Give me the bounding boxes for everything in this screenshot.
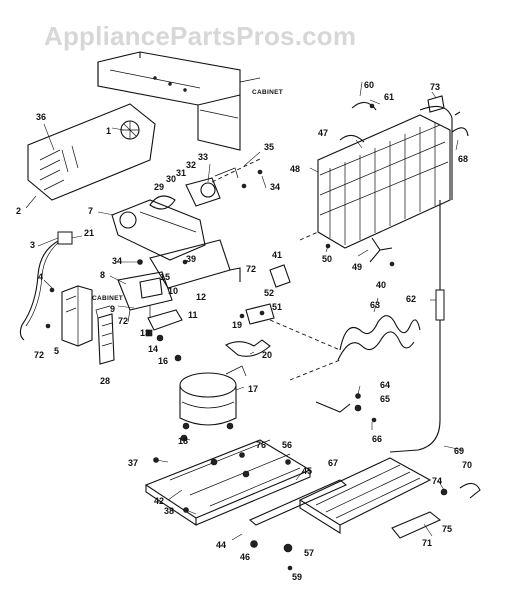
cabinet-label-left: CABINET: [92, 295, 123, 302]
small-parts: [45, 95, 481, 571]
heater-coil: [337, 315, 421, 361]
part-label: 36: [36, 112, 46, 122]
part-label: 76: [256, 440, 266, 450]
part-label: 7: [88, 206, 93, 216]
part-label: 17: [248, 384, 258, 394]
part-label: 50: [322, 254, 332, 264]
part-label: 46: [240, 552, 250, 562]
fan-blade-1: [120, 120, 140, 140]
part-label: 61: [384, 92, 394, 102]
base-frame: [144, 439, 312, 527]
part-label: 60: [364, 80, 374, 90]
part-label: 30: [166, 174, 176, 184]
part-label: 18: [178, 436, 188, 446]
control-bracket: [117, 271, 183, 342]
part-label: 64: [380, 380, 390, 390]
part-label: 33: [198, 152, 208, 162]
part-label: 13: [140, 328, 150, 338]
condenser-coil: [317, 105, 453, 249]
part-label: 49: [352, 262, 362, 272]
part-label: 32: [186, 160, 196, 170]
part-label: 73: [430, 82, 440, 92]
part-label: 20: [262, 350, 272, 360]
part-label: 70: [462, 460, 472, 470]
part-label: 1: [106, 126, 111, 136]
part-label: 56: [282, 440, 292, 450]
leader-lines: [25, 81, 463, 546]
part-label: 62: [406, 294, 416, 304]
part-label: 40: [376, 280, 386, 290]
part-label: 38: [164, 506, 174, 516]
part-label: 37: [128, 458, 138, 468]
cabinet-housing: [97, 51, 261, 151]
part-label: 34: [112, 256, 122, 266]
clamp-bracket: [225, 264, 291, 357]
part-label: 35: [264, 142, 274, 152]
fan-motor-assembly: [111, 157, 263, 261]
part-label: 45: [302, 466, 312, 476]
part-label: 66: [372, 434, 382, 444]
compressor: [179, 365, 247, 430]
part-label: 31: [176, 168, 186, 178]
part-label: 19: [232, 320, 242, 330]
part-label: 47: [318, 128, 328, 138]
part-label: 42: [154, 496, 164, 506]
part-label: 8: [100, 270, 105, 280]
mounting-bracket: [137, 239, 231, 289]
cabinet-label-top: CABINET: [252, 89, 283, 96]
part-label: 51: [272, 302, 282, 312]
part-label: 12: [196, 292, 206, 302]
part-label: 74: [432, 476, 442, 486]
part-label: 28: [100, 376, 110, 386]
relay-box: [61, 285, 93, 347]
drain-pan: [248, 457, 432, 534]
wiring-harness: [19, 231, 73, 341]
part-label: 41: [272, 250, 282, 260]
capacitor-28: [95, 305, 115, 365]
part-label: 68: [458, 154, 468, 164]
part-label: 75: [442, 524, 452, 534]
part-label: 65: [380, 394, 390, 404]
part-label: 59: [292, 572, 302, 582]
part-label: 67: [328, 458, 338, 468]
routing-dash-lines: [269, 231, 341, 381]
part-label: 4: [38, 272, 43, 282]
part-label: 52: [264, 288, 274, 298]
part-number-labels: 36 1 2 3 21 4 72 5 28 7 29 30 31 32 33 3…: [16, 80, 472, 582]
part-label: 15: [160, 272, 170, 282]
louver-panel: [27, 103, 156, 201]
part-label: 34: [270, 182, 280, 192]
part-label: 11: [188, 310, 198, 320]
part-label: 29: [154, 182, 164, 192]
part-label: 72: [118, 316, 128, 326]
part-label: 48: [290, 164, 300, 174]
part-label: 3: [30, 240, 35, 250]
part-label: 63: [370, 300, 380, 310]
part-label: 71: [422, 538, 432, 548]
part-label: 14: [148, 344, 158, 354]
part-label: 5: [54, 346, 59, 356]
part-label: 10: [168, 286, 178, 296]
part-label: 9: [110, 304, 115, 314]
part-label: 72: [246, 264, 256, 274]
part-label: 21: [84, 228, 94, 238]
part-label: 39: [186, 254, 196, 264]
part-label: 57: [304, 548, 314, 558]
part-label: 16: [158, 356, 168, 366]
tube-assembly: [389, 111, 461, 453]
part-label: 69: [454, 446, 464, 456]
part-label: 2: [16, 206, 21, 216]
part-label: 44: [216, 540, 226, 550]
watermark-text: AppliancePartsPros.com: [44, 21, 356, 51]
part-label: 72: [34, 350, 44, 360]
